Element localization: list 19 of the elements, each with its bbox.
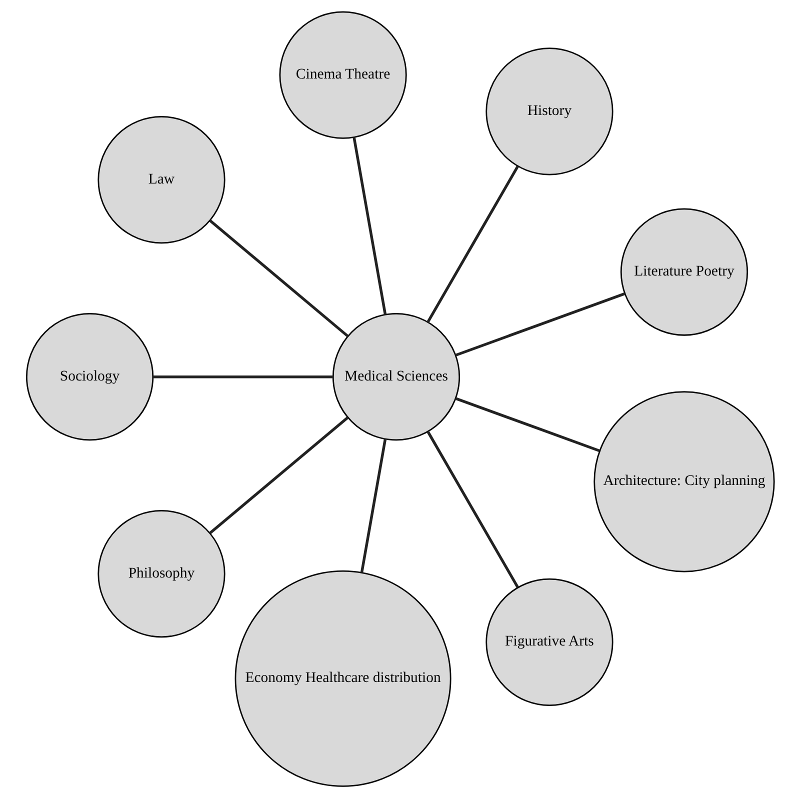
node-circle: Economy Healthcare distribution (234, 570, 452, 787)
node-circle: Literature Poetry (620, 208, 748, 336)
connector (352, 137, 387, 315)
node-circle: Architecture: City planning (594, 391, 775, 572)
node-circle: History (486, 48, 614, 176)
node-circle: Philosophy (98, 510, 226, 638)
connector (455, 397, 600, 452)
node-circle: Medical Sciences (332, 313, 460, 441)
connector (360, 438, 387, 573)
node-circle: Cinema Theatre (279, 11, 407, 139)
connector (426, 430, 519, 588)
node-circle: Figurative Arts (486, 578, 614, 706)
connector (426, 166, 519, 323)
connector (209, 220, 349, 338)
connector (455, 292, 626, 357)
connector (153, 375, 334, 378)
node-circle: Sociology (26, 313, 154, 441)
node-circle: Law (98, 116, 226, 244)
connector (209, 416, 349, 534)
